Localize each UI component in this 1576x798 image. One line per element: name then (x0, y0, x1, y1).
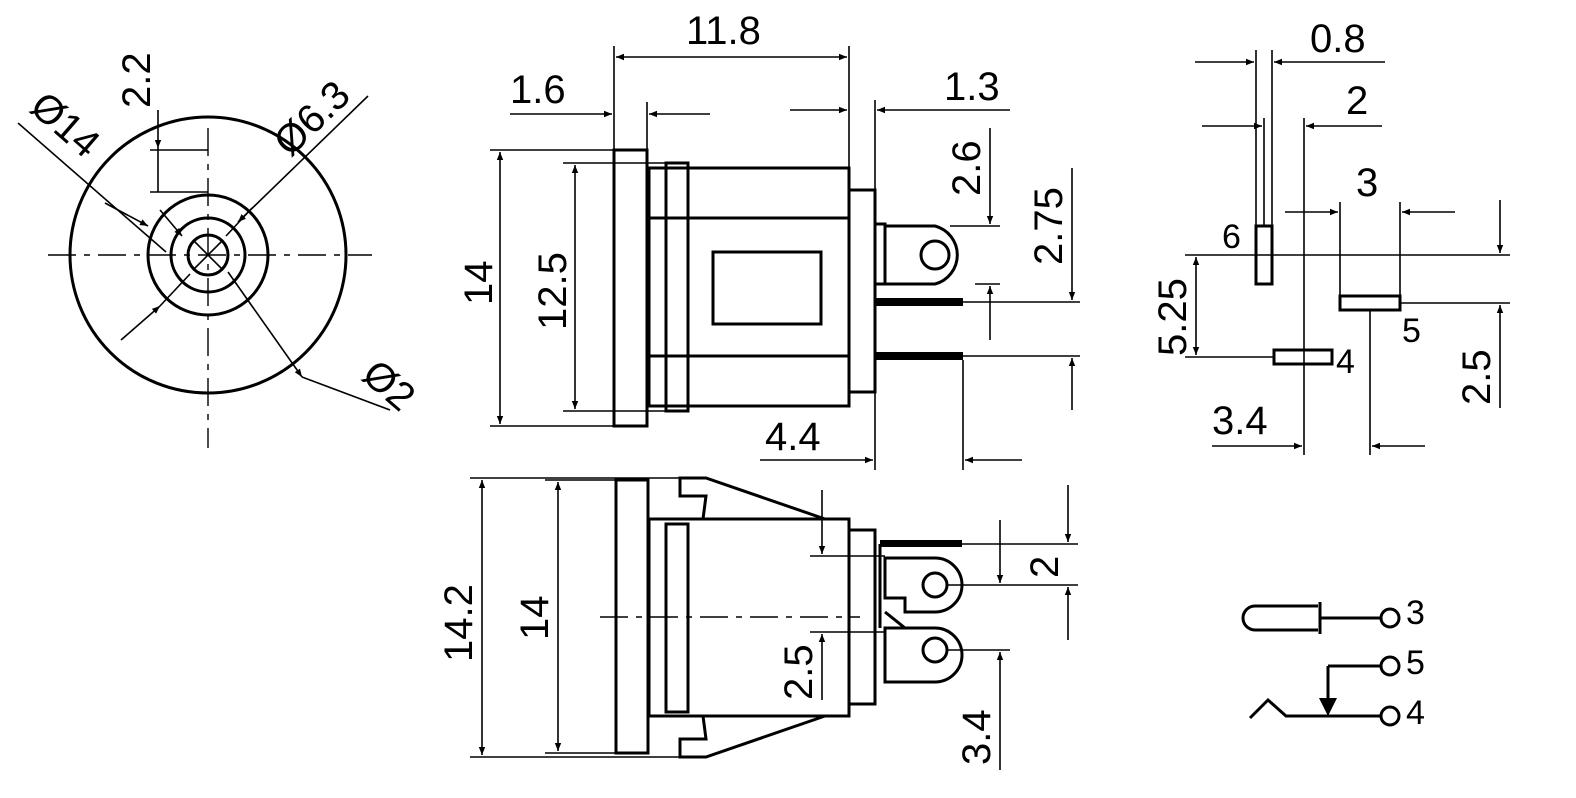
label-side-height: 14 (457, 261, 501, 306)
label-side-pin-top: 2.75 (1027, 187, 1071, 265)
schematic-symbol: 3 5 4 (1241, 594, 1425, 732)
label-pad-5: 5 (1402, 312, 1421, 350)
bottom-ring (664, 522, 690, 714)
bottom-lug-lower (883, 626, 964, 684)
label-front-dia-outer: Ø14 (22, 84, 108, 167)
side-back-plate (847, 188, 877, 394)
label-foot-pad: 3 (1356, 161, 1378, 205)
label-side-pin-length: 4.4 (765, 415, 821, 459)
bottom-lug-upper (883, 556, 964, 614)
side-pin-lower (875, 352, 963, 360)
label-side-inner-height: 12.5 (531, 252, 575, 330)
label-foot-lower: 2.5 (1455, 349, 1499, 405)
label-bottom-pin-pitch: 2 (1023, 556, 1067, 578)
label-side-lug-top: 2.6 (945, 140, 989, 196)
label-symbol-4: 4 (1406, 694, 1425, 732)
symbol-sleeve (1248, 697, 1380, 720)
pad-5 (1338, 294, 1402, 312)
label-bottom-inner: 14 (513, 596, 557, 641)
label-bottom-pin-low: 3.4 (955, 709, 999, 765)
side-flange (612, 148, 649, 428)
label-side-length: 11.8 (686, 9, 761, 53)
side-body (647, 166, 851, 408)
label-symbol-5: 5 (1406, 644, 1425, 682)
label-foot-horizontal: 3.4 (1212, 399, 1268, 443)
bottom-clip-top (678, 476, 826, 521)
symbol-center-pin (1241, 604, 1318, 632)
bottom-clip-bottom (678, 714, 826, 759)
label-front-dia-pin: Ø2 (354, 352, 423, 420)
side-ring (664, 161, 690, 413)
side-lug (883, 224, 959, 286)
label-front-top-offset: 2.2 (115, 52, 159, 108)
side-pin-upper (875, 298, 963, 306)
side-view: 11.8 1.6 1.3 14 12.5 2.6 2.75 (457, 9, 1080, 470)
label-foot-width-small: 0.8 (1310, 17, 1366, 61)
label-bottom-pin-offset: 2.5 (777, 644, 821, 700)
pad-4 (1272, 348, 1334, 366)
label-foot-vertical: 5.25 (1151, 278, 1195, 356)
label-pad-4: 4 (1336, 343, 1355, 381)
label-pad-6: 6 (1222, 218, 1241, 256)
pcb-footprint: 6 5 4 0.8 2 3 5.25 2.5 3.4 (1151, 17, 1510, 455)
label-side-flange: 1.6 (510, 68, 566, 112)
label-side-back: 1.3 (944, 65, 1000, 109)
label-foot-width: 2 (1346, 79, 1368, 123)
label-symbol-3: 3 (1406, 594, 1425, 632)
bottom-view: 14.2 14 2 2.5 3.4 (437, 476, 1078, 770)
front-view: Ø14 2.2 Ø6.3 Ø2 (17, 52, 423, 448)
side-window (711, 250, 823, 326)
label-bottom-outer: 14.2 (437, 584, 481, 662)
